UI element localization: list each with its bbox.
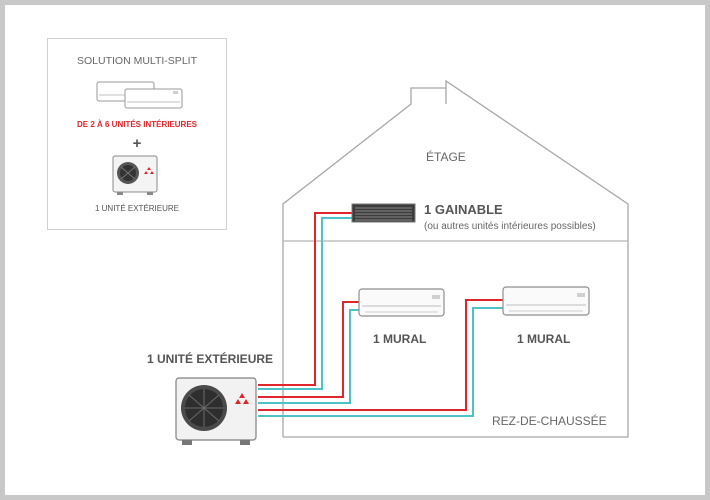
house-outline	[283, 102, 446, 437]
house-roof-and-walls	[282, 79, 629, 438]
ducted-unit-note: (ou autres unités intérieures possibles)	[424, 221, 596, 232]
ground-floor-label: REZ-DE-CHAUSSÉE	[492, 414, 607, 428]
indoor-units-icon	[96, 81, 183, 109]
outdoor-unit-label: 1 UNITÉ EXTÉRIEURE	[147, 352, 274, 366]
pipe-cyan-to-ducted	[258, 217, 354, 390]
pipe-cyan-to-wall-2	[258, 307, 504, 417]
legend-panel: SOLUTION MULTI-SPLIT DE 2 À 6 UNITÉS INT…	[47, 38, 227, 230]
pipe-cyan-to-wall-1	[258, 309, 360, 404]
wall-unit-1-icon	[358, 288, 445, 317]
pipe-red-to-wall-2	[258, 299, 504, 411]
legend-indoor-units-label: DE 2 À 6 UNITÉS INTÉRIEURES	[76, 120, 198, 129]
legend-outdoor-unit-label: 1 UNITÉ EXTÉRIEURE	[94, 204, 179, 213]
wall-unit-1-label: 1 MURAL	[373, 332, 427, 346]
outdoor-unit-icon	[112, 155, 158, 195]
plus-sign: +	[132, 135, 142, 152]
ducted-unit-icon	[351, 203, 416, 223]
pipe-red-to-wall-1	[258, 301, 360, 398]
upper-floor-label: ÉTAGE	[426, 150, 466, 164]
outdoor-unit-main-icon	[175, 377, 257, 445]
ducted-unit-label: 1 GAINABLE	[424, 202, 503, 217]
wall-unit-2-icon	[502, 286, 590, 316]
wall-unit-2-label: 1 MURAL	[517, 332, 571, 346]
legend-title: SOLUTION MULTI-SPLIT	[77, 55, 197, 67]
pipe-red-to-ducted	[258, 212, 354, 386]
